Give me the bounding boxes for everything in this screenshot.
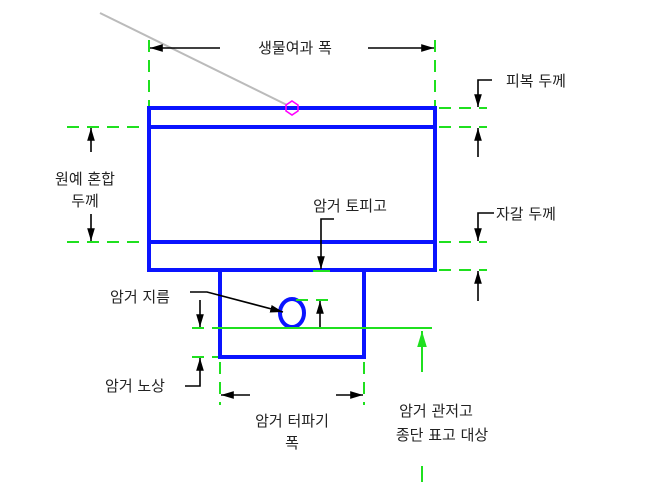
trench-width-label-line2: 폭 — [285, 434, 299, 452]
horticultural-mix-label-line1: 원예 혼합 — [55, 170, 115, 188]
biofilter-structure — [147, 106, 437, 359]
biofilter-width-label: 생물여과 폭 — [258, 39, 332, 57]
culvert-cover-height-dimension: 암거 토피고 — [313, 197, 387, 272]
biofilter-width-dimension: 생물여과 폭 — [148, 39, 436, 106]
selection-leader-line — [99, 12, 288, 106]
culvert-diameter-dimension: 암거 지름 — [110, 288, 432, 329]
right-dimensions: 피복 두께 자갈 두께 — [439, 72, 566, 301]
trench-width-dimension: 암거 터파기 폭 — [219, 362, 365, 452]
culvert-diameter-label: 암거 지름 — [110, 288, 170, 306]
culvert-pipe — [278, 297, 306, 329]
culvert-invert-dimension: 암거 관저고 종단 표고 대상 — [396, 331, 489, 482]
left-dimensions: 원예 혼합 두께 — [55, 126, 147, 243]
culvert-cover-height-label: 암거 토피고 — [313, 197, 387, 215]
gravel-thickness-label: 자갈 두께 — [496, 205, 556, 223]
cover-thickness-label: 피복 두께 — [506, 72, 566, 90]
culvert-subgrade-label: 암거 노상 — [105, 377, 165, 395]
culvert-subgrade-dimension: 암거 노상 — [105, 356, 218, 395]
culvert-invert-label-line1: 암거 관저고 — [399, 402, 473, 420]
horticultural-mix-label-line2: 두께 — [71, 192, 99, 210]
trench-width-label-line1: 암거 터파기 — [255, 412, 329, 430]
culvert-invert-label-line2: 종단 표고 대상 — [396, 426, 489, 444]
grip-marker-icon[interactable] — [285, 100, 299, 116]
